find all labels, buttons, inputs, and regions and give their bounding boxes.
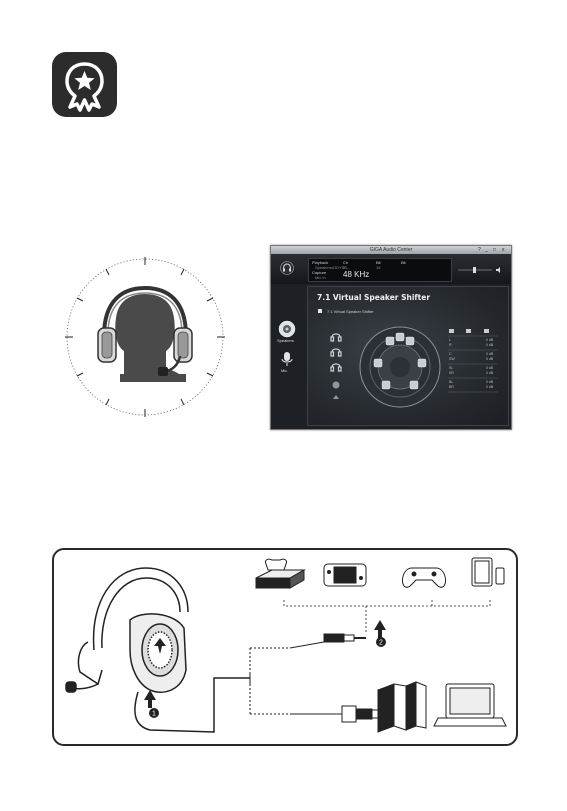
- row-label-l: L: [449, 338, 451, 342]
- arrow-up-icon-2: [374, 620, 386, 638]
- connection-diagram: 1 2: [52, 548, 518, 746]
- callout-2-label: 2: [379, 640, 383, 647]
- capture-value: Mic In: [315, 275, 326, 280]
- row-value-bl: 0 dB: [486, 380, 493, 384]
- sidebar-speakers[interactable]: Speakers: [277, 320, 297, 343]
- sidebar-mic[interactable]: Mic: [277, 350, 297, 373]
- row-label-br: BR: [449, 385, 454, 389]
- row-label-bl: BL: [449, 380, 453, 384]
- nintendo-switch-icon: [324, 564, 366, 586]
- row-label-sr: SR: [449, 371, 454, 375]
- row-value-r: 0 dB: [486, 343, 493, 347]
- laptop-icon: [434, 684, 506, 726]
- arrow-up-icon: [144, 690, 156, 708]
- sample-rate: 48 KHz: [343, 270, 369, 279]
- device-info-box: Playback Speakers/ODYSS... Capture Mic I…: [308, 258, 452, 282]
- row-value-l: 0 dB: [486, 338, 493, 342]
- usb-plug-icon: [342, 706, 380, 722]
- row-value-br: 0 dB: [486, 385, 493, 389]
- speaker-icon: [496, 267, 500, 273]
- audio-jack-icon: [324, 634, 366, 642]
- audio-software-window: GIGA Audio Center ? _ □ x Playback Speak…: [270, 245, 512, 430]
- speakers-label: Speakers: [277, 338, 294, 343]
- minimize-button[interactable]: _: [485, 247, 488, 253]
- row-value-sl: 0 dB: [486, 366, 493, 370]
- mic-label: Mic: [281, 368, 287, 373]
- help-button[interactable]: ?: [478, 247, 481, 253]
- volume-slider[interactable]: [456, 266, 504, 274]
- headset-icon: [66, 568, 250, 732]
- close-button[interactable]: x: [502, 247, 505, 253]
- speaker-layout-diagram: [308, 287, 508, 425]
- tablet-phone-icon: [472, 558, 504, 586]
- row-label-sw: SW: [449, 357, 455, 361]
- headset-logo-icon: [280, 261, 294, 275]
- maximize-button[interactable]: □: [493, 247, 496, 253]
- microphone-icon: [277, 350, 297, 368]
- bit-value: 16: [376, 265, 380, 270]
- callout-1-label: 1: [152, 711, 156, 718]
- speaker-shifter-panel: 7.1 Virtual Speaker Shifter 7.1 Virtual …: [307, 286, 509, 426]
- ps5-console-icon: [378, 682, 426, 732]
- row-value-sr: 0 dB: [486, 371, 493, 375]
- window-title: GIGA Audio Center: [271, 246, 511, 254]
- xbox-console-icon: [256, 559, 304, 588]
- headset-wearing-illustration: [64, 256, 226, 418]
- row-label-sl: SL: [449, 366, 453, 370]
- ps4-controller-icon: [402, 568, 445, 587]
- row-value-c: 0 dB: [486, 352, 493, 356]
- speaker-cone-icon: [277, 320, 297, 338]
- bit-label-2: Bit: [401, 260, 406, 265]
- award-badge-icon: [52, 52, 117, 117]
- row-label-r: R: [449, 343, 452, 347]
- window-titlebar: GIGA Audio Center ? _ □ x: [271, 246, 511, 254]
- row-label-c: C: [449, 352, 452, 356]
- row-value-sw: 0 dB: [486, 357, 493, 361]
